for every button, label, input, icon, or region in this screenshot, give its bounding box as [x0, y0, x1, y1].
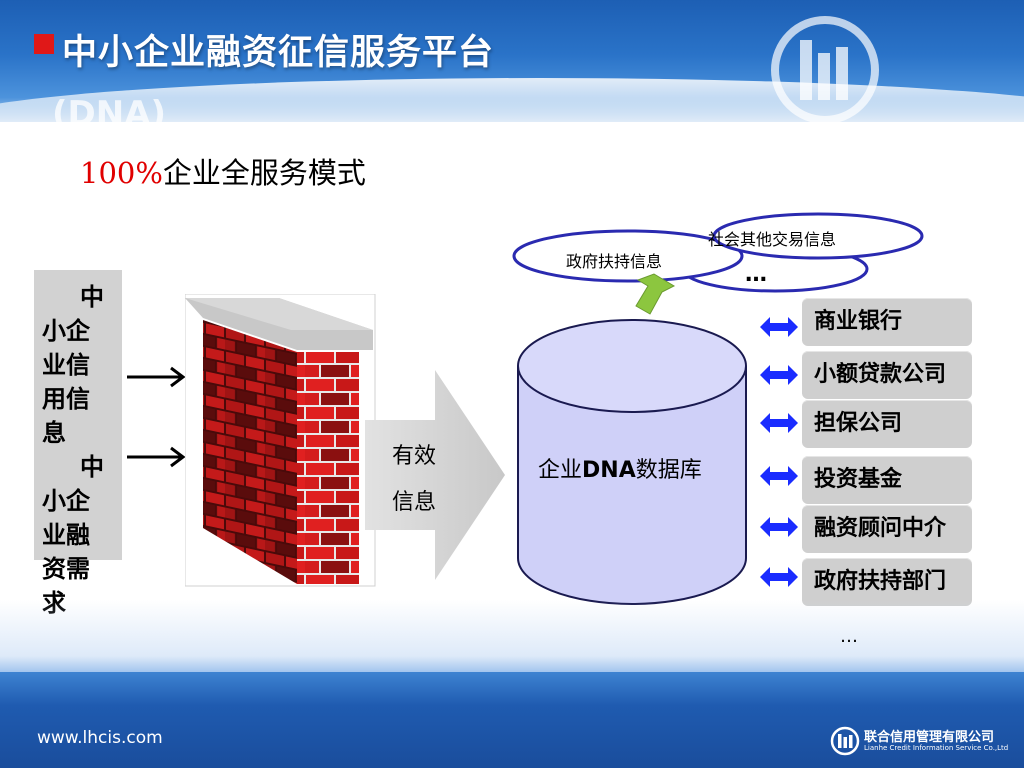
- subtitle-text: 企业全服务模式: [162, 156, 366, 190]
- left-text-line: 中: [80, 283, 104, 311]
- institution-box: 政府扶持部门: [802, 558, 972, 606]
- database-label: 企业DNA数据库: [538, 452, 702, 484]
- institution-box: 担保公司: [802, 400, 972, 448]
- effective-info-arrow: [365, 370, 505, 580]
- institution-box: 商业银行: [802, 298, 972, 346]
- left-text-line: 小企: [42, 317, 90, 345]
- left-text-line: 业融: [42, 521, 90, 549]
- footer-bar: [0, 672, 1024, 768]
- database-label-suffix: 数据库: [635, 458, 702, 483]
- source-government: 政府扶持信息: [566, 252, 663, 271]
- double-arrow-icon: [760, 466, 798, 486]
- database-label-dna: DNA: [582, 458, 636, 483]
- left-text-line: 业信: [42, 351, 90, 379]
- subtitle: 100%企业全服务模式: [80, 150, 366, 192]
- right-arrow-icon: [127, 446, 186, 468]
- arrow-label-line2: 信息: [392, 490, 437, 515]
- double-arrow-icon: [760, 567, 798, 587]
- header-banner: [0, 0, 1024, 122]
- institution-box: 小额贷款公司: [802, 351, 972, 399]
- left-text-line: 资需: [42, 555, 90, 583]
- info-sources-ellipses: [512, 212, 924, 293]
- website-url[interactable]: www.lhcis.com: [37, 728, 163, 748]
- institution-box: 融资顾问中介: [802, 505, 972, 553]
- company-logo-icon: [830, 726, 860, 756]
- company-logo-watermark: [771, 16, 879, 124]
- right-arrow-icon: [127, 366, 186, 388]
- institutions-more: …: [840, 626, 858, 647]
- left-text-line: 息: [42, 419, 66, 447]
- institution-box: 投资基金: [802, 456, 972, 504]
- left-info-box: [34, 270, 122, 560]
- left-text-line: 中: [80, 453, 104, 481]
- subtitle-percent: 100%: [80, 156, 163, 190]
- brick-wall-image: [185, 294, 376, 587]
- source-more: …: [745, 262, 767, 287]
- company-name-cn: 联合信用管理有限公司: [864, 730, 995, 745]
- company-name-en: Lianhe Credit Information Service Co.,Lt…: [864, 744, 1009, 752]
- page-title-sub: (DNA): [52, 94, 167, 134]
- double-arrow-icon: [760, 365, 798, 385]
- green-down-arrow-icon: [635, 273, 676, 315]
- left-text-line: 小企: [42, 487, 90, 515]
- arrow-label-line1: 有效: [392, 444, 437, 469]
- footer-glow: [0, 600, 1024, 680]
- page-title: 中小企业融资征信服务平台: [62, 33, 495, 73]
- source-social: 社会其他交易信息: [708, 230, 837, 249]
- double-arrow-icon: [760, 413, 798, 433]
- double-arrow-icon: [760, 317, 798, 337]
- title-bullet: [34, 34, 54, 54]
- database-cylinder: [517, 319, 747, 605]
- double-arrow-icon: [760, 517, 798, 537]
- left-text-line: 用信: [42, 385, 90, 413]
- database-label-prefix: 企业: [538, 458, 583, 483]
